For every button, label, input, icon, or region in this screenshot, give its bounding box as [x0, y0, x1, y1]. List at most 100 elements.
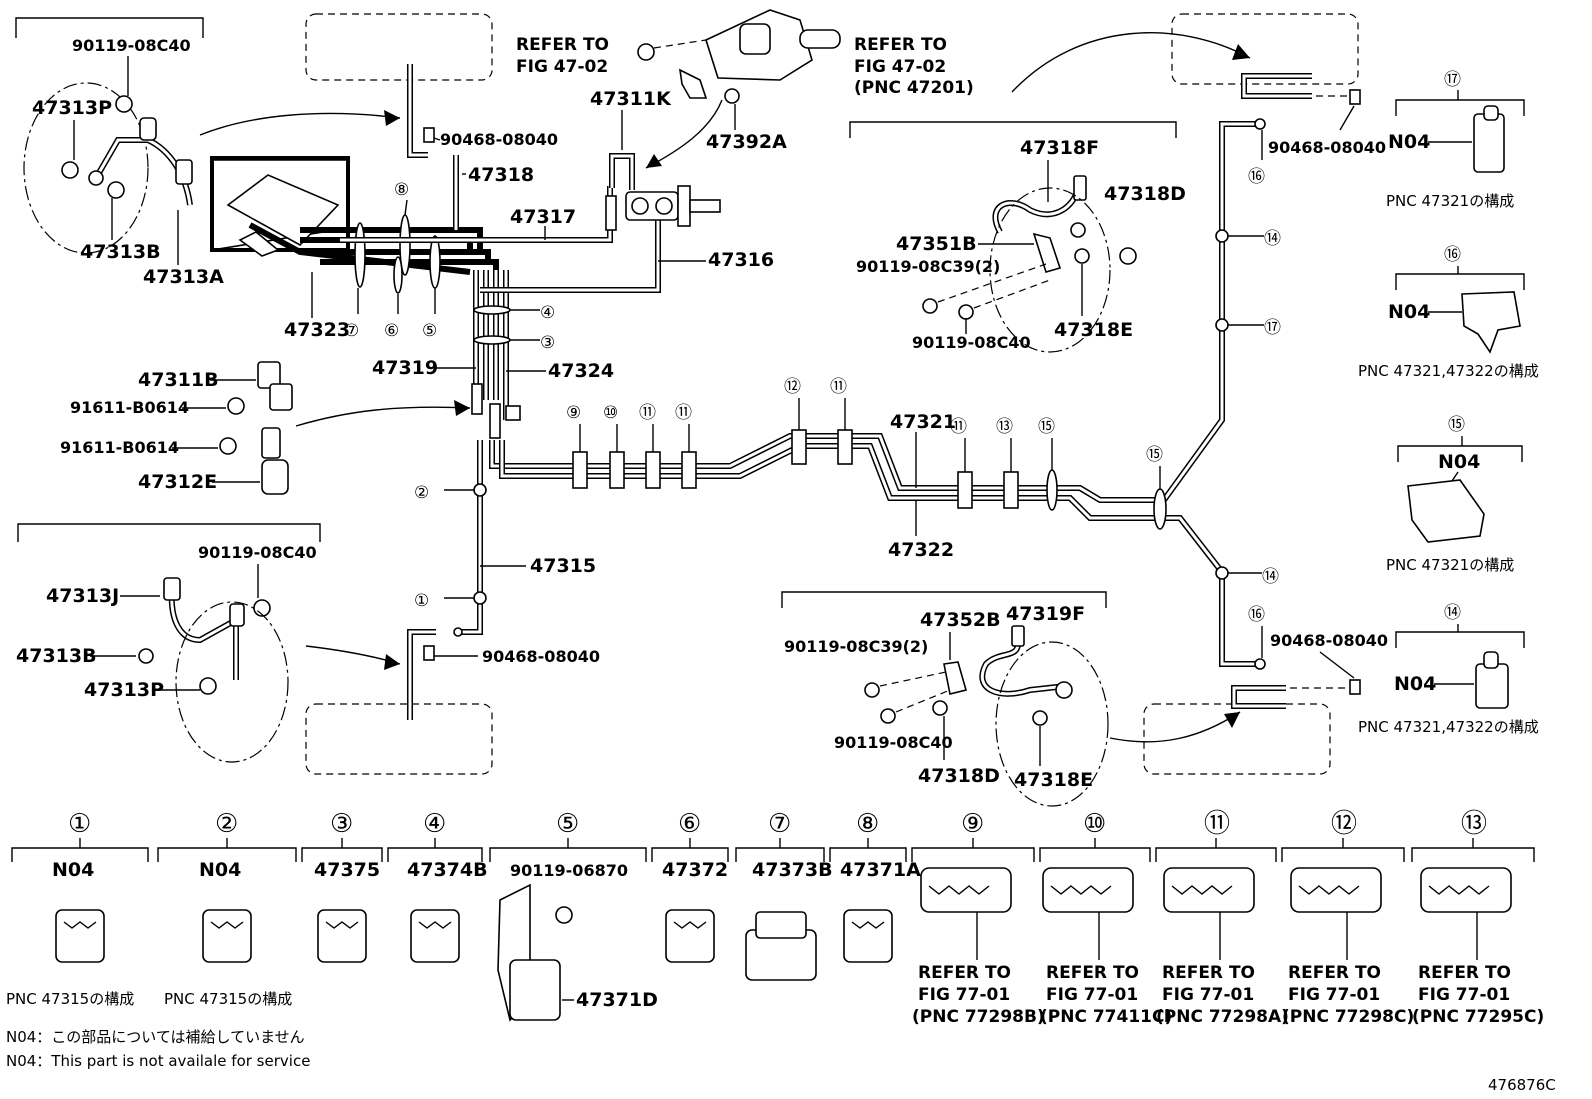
bracket-parts-group: 47311B 91611-B0614 91611-B0614 47312E [60, 361, 293, 495]
right-legend: ⑰ N04 PNC 47321の構成 ⑯ N04 PNC 47321,47322… [1358, 70, 1539, 736]
bottom-ref-13-3: (PNC 77295C) [1412, 1007, 1544, 1027]
callout-1: ① [414, 591, 429, 611]
callout-10: ⑩ [603, 403, 618, 423]
footnote-en: N04：This part is not availale for servic… [6, 1052, 310, 1070]
front-right-hose-group: 90119-08C40 47313J 47313B 47313P [16, 523, 321, 763]
label-47318e-lower: 47318E [1014, 769, 1093, 791]
callout-6: ⑥ [384, 321, 399, 341]
label-90468-08040-b: 90468-08040 [1268, 138, 1386, 157]
callout-12: ⑫ [784, 377, 801, 397]
callout-16-lower: ⑯ [1248, 605, 1265, 625]
callout-17: ⑰ [1264, 318, 1281, 338]
callout-11-a: ⑪ [830, 377, 847, 397]
bottom-circle-7: ⑦ [768, 809, 791, 839]
legend-15-circle: ⑮ [1448, 415, 1465, 435]
label-90119-08c39-lower: 90119-08C39(2) [784, 637, 928, 656]
bottom-circle-5: ⑤ [556, 809, 579, 839]
label-90468-08040-d: 90468-08040 [1270, 631, 1388, 650]
label-91611-b0614-b: 91611-B0614 [60, 438, 179, 457]
label-47313b-lower: 47313B [16, 645, 97, 667]
arrow-5 [1109, 711, 1241, 743]
bottom-ref-11-3: (PNC 77298A) [1156, 1007, 1289, 1027]
bottom-part-5: 90119-06870 [510, 861, 628, 880]
bottom-note-1: PNC 47315の構成 [6, 990, 134, 1008]
label-47352b: 47352B [920, 609, 1001, 631]
refer-b-line3: (PNC 47201) [854, 78, 974, 98]
legend-16-n04: N04 [1388, 301, 1430, 323]
bottom-circle-4: ④ [423, 809, 446, 839]
wheel-area-box-right-top [1171, 13, 1359, 85]
label-90468-08040-a: 90468-08040 [440, 130, 558, 149]
label-47313j: 47313J [46, 585, 119, 607]
callout-numbers: ⑯ ⑭ ⑰ ⑮ ⑭ ⑯ ⑧ ⑦ ⑥ ⑤ ④ ③ ⑫ ⑪ ⑨ ⑩ ⑪ ⑪ [344, 130, 1281, 658]
bottom-ref-11-1: REFER TO [1162, 963, 1255, 983]
bottom-ref-10-2: FIG 77-01 [1046, 985, 1138, 1005]
label-90119-08c40-lower-right: 90119-08C40 [834, 733, 953, 752]
callout-3: ③ [540, 333, 555, 353]
diagram-code: 476876C [1488, 1076, 1556, 1094]
label-90119-08c40-right: 90119-08C40 [912, 333, 1031, 352]
legend-16-note: PNC 47321,47322の構成 [1358, 362, 1539, 380]
callout-15-a: ⑮ [1038, 417, 1055, 437]
refer-b-line1: REFER TO [854, 35, 947, 55]
bottom-ref-11-2: FIG 77-01 [1162, 985, 1254, 1005]
label-47318: 47318 [468, 164, 534, 186]
bottom-ref-13-1: REFER TO [1418, 963, 1511, 983]
label-47318e-top: 47318E [1054, 319, 1133, 341]
wheel-area-box-right-bottom [1143, 703, 1331, 775]
label-47313a: 47313A [143, 266, 224, 288]
legend-14-circle: ⑭ [1444, 603, 1461, 623]
label-47315: 47315 [530, 555, 596, 577]
bottom-circle-1: ① [68, 809, 91, 839]
label-47313p-top: 47313P [32, 97, 112, 119]
label-91611-b0614-a: 91611-B0614 [70, 398, 189, 417]
bottom-item-4: ④ 47374B [387, 809, 488, 963]
bottom-circle-9: ⑨ [961, 809, 984, 839]
bottom-part-6: 47372 [662, 859, 728, 881]
callout-14-lower: ⑭ [1262, 567, 1279, 587]
callout-11-c: ⑪ [675, 403, 692, 423]
bottom-part-4: 47374B [407, 859, 488, 881]
arrow-2 [295, 406, 471, 427]
bottom-ref-12-3: (PNC 77298C) [1282, 1007, 1414, 1027]
legend-15-note: PNC 47321の構成 [1386, 556, 1514, 574]
callout-11-d: ⑪ [950, 417, 967, 437]
rear-right-hose-group: 47352B 47319F 90119-08C39(2) 90119-08C40… [781, 591, 1109, 807]
callout-15-main: ⑮ [1146, 445, 1163, 465]
label-90119-08c39-top: 90119-08C39(2) [856, 257, 1000, 276]
label-47311b: 47311B [138, 369, 219, 391]
bottom-circle-10: ⑩ [1083, 809, 1106, 839]
refer-b-line2: FIG 47-02 [854, 57, 946, 77]
label-47319: 47319 [372, 357, 438, 379]
legend-15-n04: N04 [1438, 451, 1480, 473]
label-47318d-top: 47318D [1104, 183, 1186, 205]
callout-9: ⑨ [566, 403, 581, 423]
label-47311k: 47311K [590, 88, 672, 110]
master-cylinder-group: REFER TO FIG 47-02 REFER TO FIG 47-02 (P… [516, 9, 974, 227]
label-47317: 47317 [510, 206, 576, 228]
center-pipe-bundle [210, 153, 661, 420]
bottom-ref-9-2: FIG 77-01 [918, 985, 1010, 1005]
legend-17-circle: ⑰ [1444, 70, 1461, 90]
legend-14-note: PNC 47321,47322の構成 [1358, 718, 1539, 736]
bottom-ref-9-3: (PNC 77298B) [912, 1007, 1045, 1027]
bottom-circle-6: ⑥ [678, 809, 701, 839]
bottom-circle-12: ⑫ [1331, 809, 1357, 839]
bottom-ref-9-1: REFER TO [918, 963, 1011, 983]
label-47319f: 47319F [1006, 603, 1085, 625]
bottom-circle-8: ⑧ [856, 809, 879, 839]
label-90468-08040-c: 90468-08040 [482, 647, 600, 666]
label-47392a: 47392A [706, 131, 787, 153]
callout-11-b: ⑪ [639, 403, 656, 423]
bottom-ref-10-3: (PNC 77411C) [1040, 1007, 1172, 1027]
callout-7: ⑦ [344, 321, 359, 341]
bottom-item-6: ⑥ 47372 [651, 809, 729, 963]
